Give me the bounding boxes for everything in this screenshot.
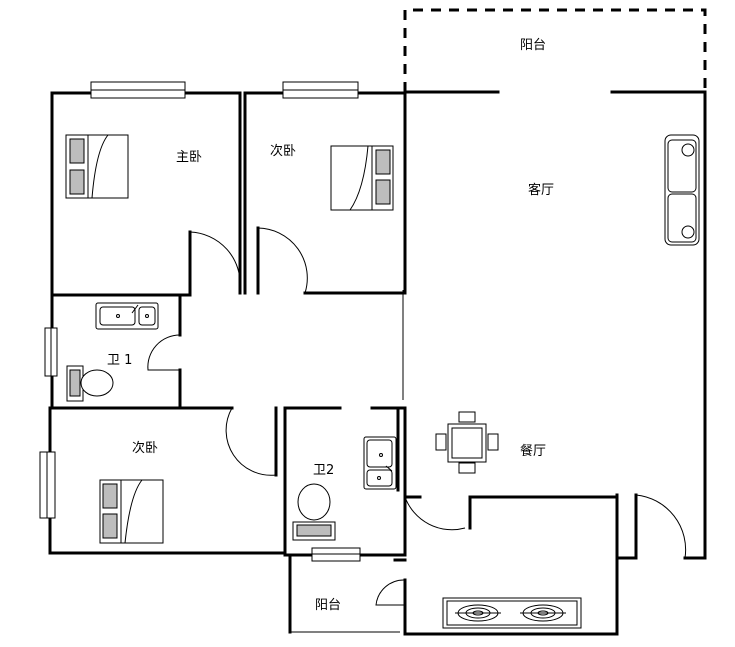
label-balcony-bottom: 阳台 — [315, 598, 341, 613]
balcony-top-outline — [403, 8, 707, 94]
toilet-bath1 — [66, 365, 114, 402]
label-dining-room: 餐厅 — [520, 443, 546, 459]
sink-bath1 — [95, 302, 159, 330]
doors — [147, 227, 687, 606]
second-bed-bottom — [99, 479, 164, 544]
label-bathroom-1: 卫 1 — [107, 353, 132, 368]
dining-table — [435, 411, 499, 474]
sofa — [664, 134, 700, 246]
master-bed — [65, 134, 129, 199]
sink-bath2 — [363, 436, 397, 490]
label-master-bedroom: 主卧 — [176, 150, 202, 165]
stove — [442, 597, 582, 629]
label-living-room: 客厅 — [528, 182, 554, 198]
second-bed-top — [330, 145, 394, 211]
toilet-bath2 — [292, 483, 336, 541]
label-second-bedroom-bottom: 次卧 — [132, 440, 158, 456]
label-bathroom-2: 卫2 — [313, 463, 334, 478]
windows — [39, 81, 361, 562]
label-balcony-top: 阳台 — [520, 38, 546, 53]
label-second-bedroom-top: 次卧 — [270, 143, 296, 159]
